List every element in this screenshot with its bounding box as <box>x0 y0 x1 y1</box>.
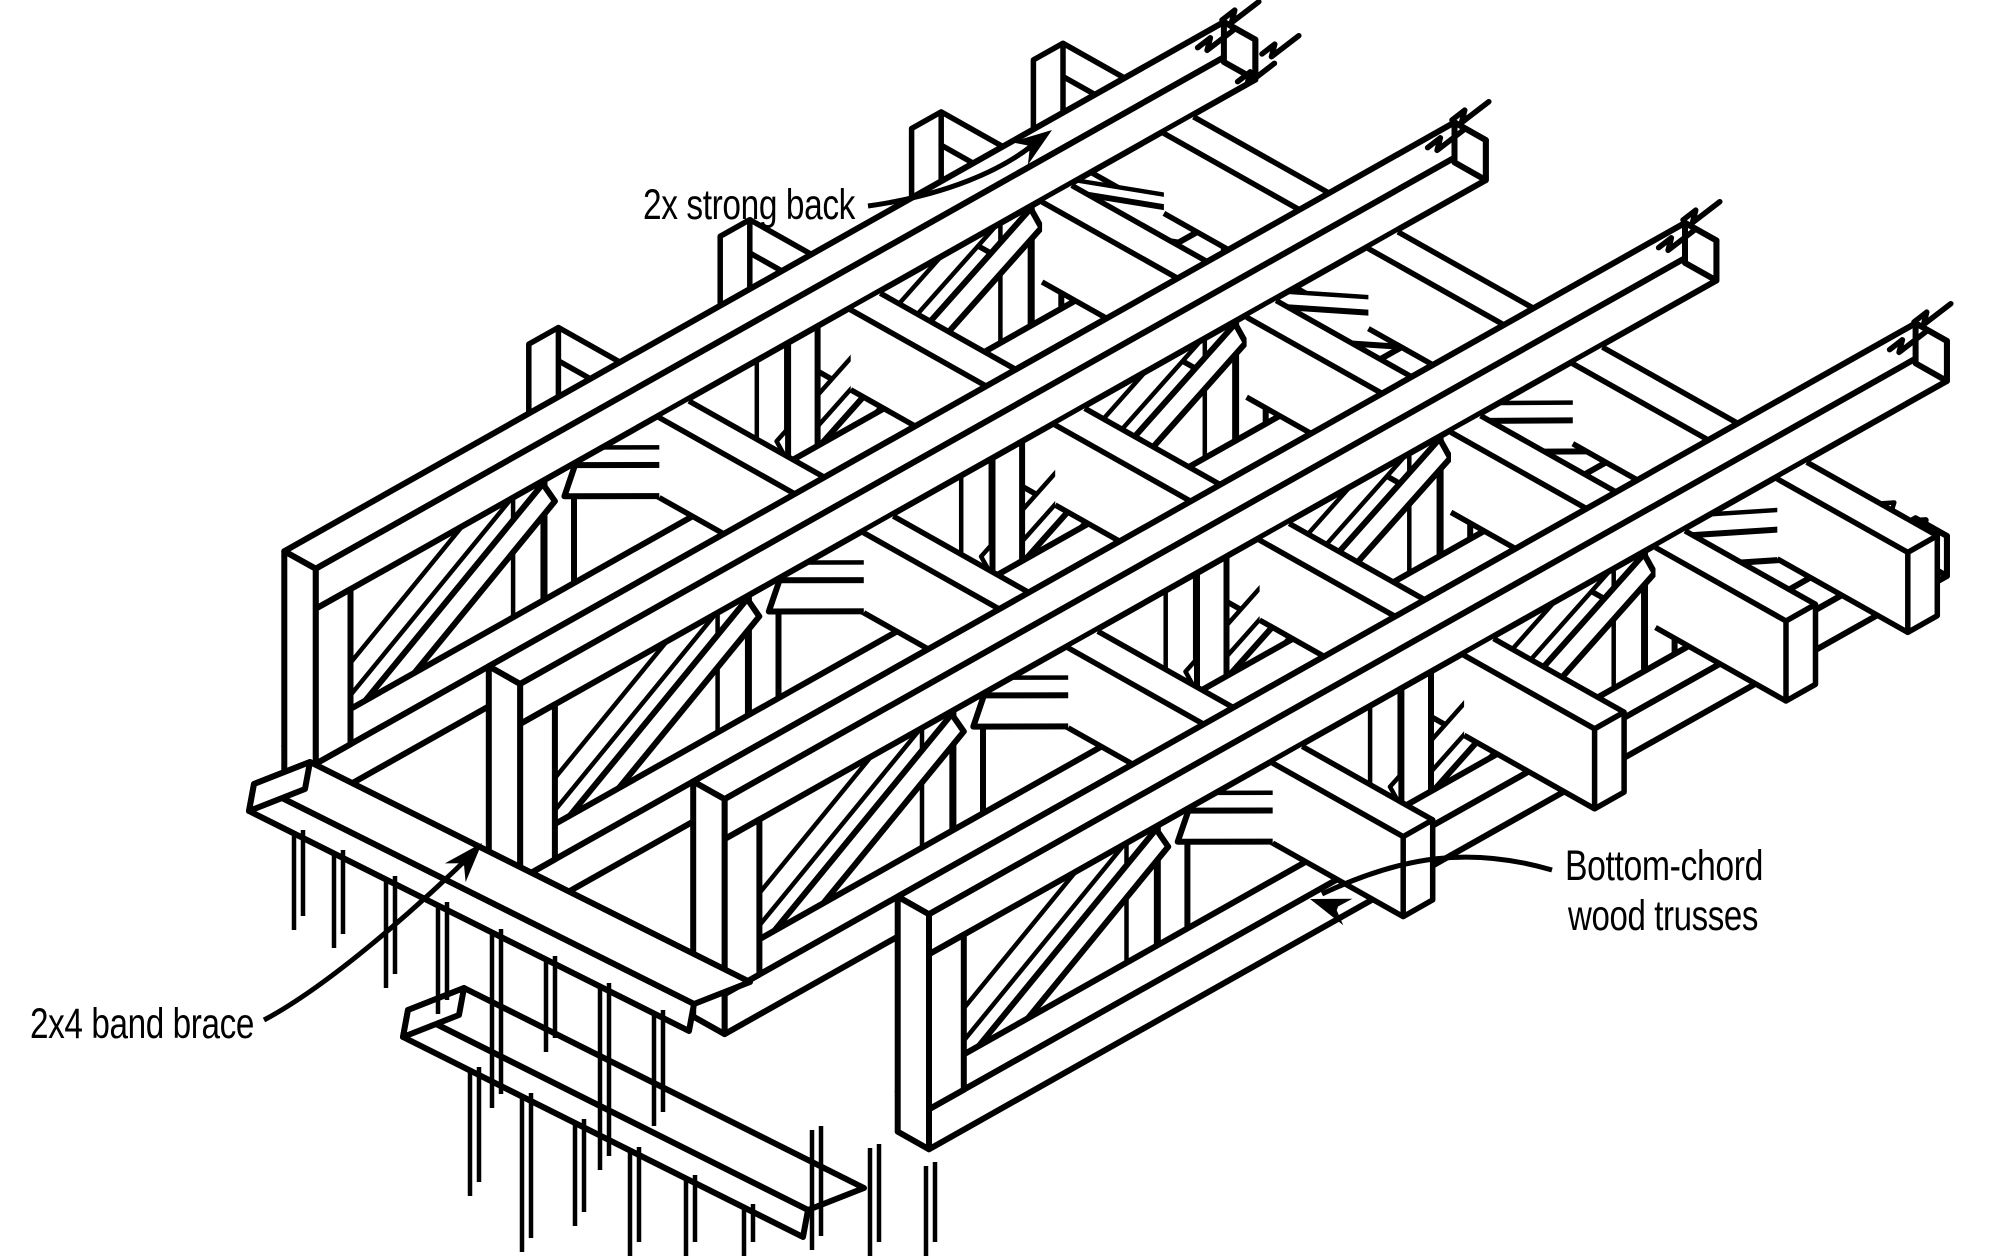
callouts <box>262 130 1553 1023</box>
strong-back-arrowhead-icon <box>1011 130 1052 165</box>
band-brace-upper <box>246 759 753 1034</box>
bottom-chord-label-line2: wood trusses <box>1567 892 1758 940</box>
strong-back-leader-line <box>867 134 1045 209</box>
bottom-chord-arrowhead-icon <box>1310 898 1353 926</box>
bottom-chord-leader-line <box>1320 854 1553 897</box>
line-art <box>246 0 1954 1256</box>
band-brace-arrowhead-icon <box>444 843 482 883</box>
bottom-chord-label-line1: Bottom-chord <box>1565 842 1763 890</box>
band-brace-lower <box>400 985 867 1240</box>
band-brace-leader-line <box>262 848 478 1023</box>
break-marks <box>1194 0 1954 356</box>
band-brace-label: 2x4 band brace <box>30 1000 254 1048</box>
strong-back-label: 2x strong back <box>643 181 856 229</box>
strongback-segment-layer-4 <box>1271 459 1941 920</box>
